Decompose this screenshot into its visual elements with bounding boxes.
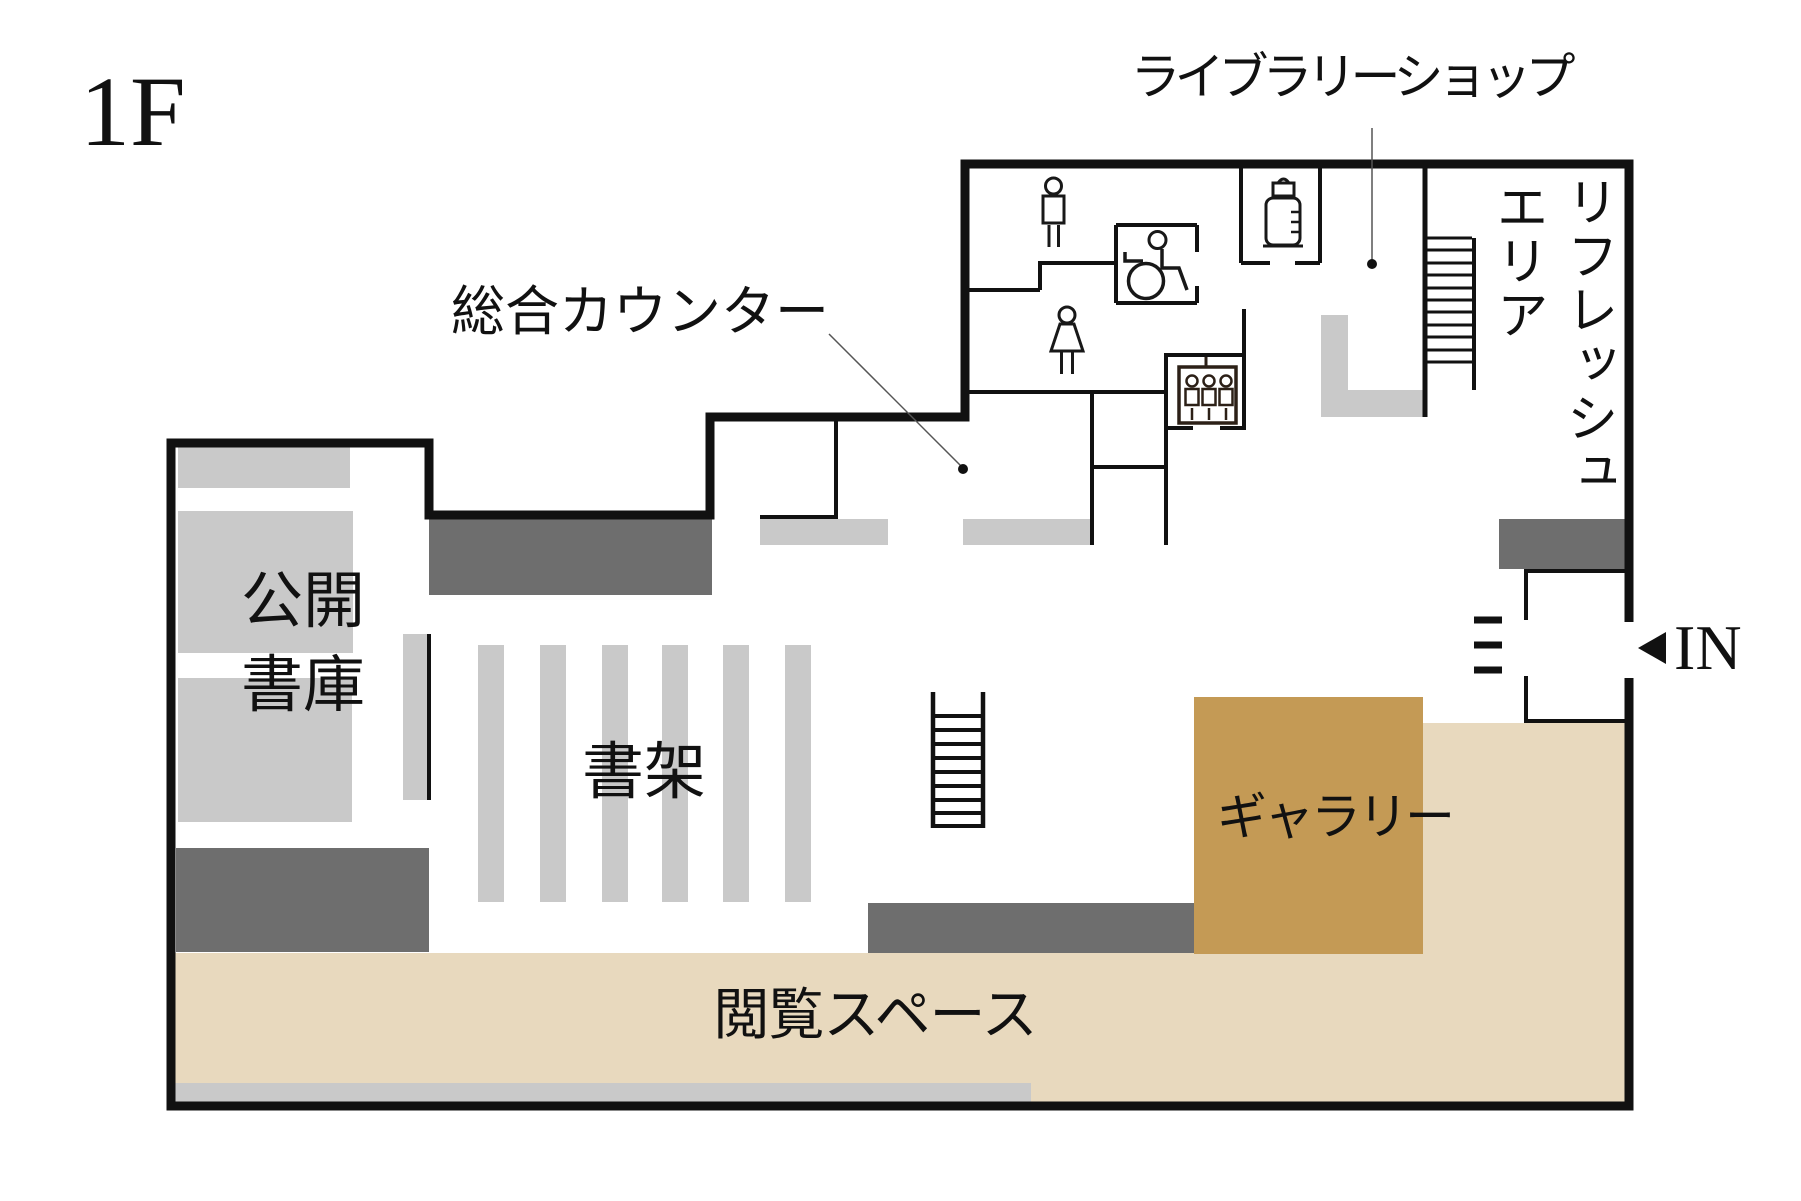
stack-block-3: [178, 678, 352, 822]
counter-desk-left: [760, 519, 888, 545]
bookshelf-row: [478, 645, 504, 902]
nursing-room-bottle-icon: [1263, 177, 1303, 248]
entrance-arrow-icon: [1638, 632, 1666, 664]
service-block-top: [429, 519, 712, 595]
reading-space-label: 閲覧スペース: [713, 985, 1037, 1047]
bookshelf-row: [540, 645, 566, 902]
elevator-icon: [1177, 357, 1238, 425]
male-toilet-icon: [1041, 176, 1066, 247]
service-block-bottom: [868, 903, 1194, 953]
general-counter-label: 総合カウンター: [451, 282, 829, 342]
bookshelf-row: [723, 645, 749, 902]
floor-title: 1F: [80, 56, 186, 167]
refresh-area-label-col2: エリア: [1488, 180, 1545, 342]
library-shop-label: ライブラリーショップ: [1130, 49, 1576, 105]
entrance-side-floor: [1423, 723, 1629, 955]
stack-block-2: [178, 511, 353, 653]
refresh-area-label-col1: リフレッシュ: [1558, 175, 1615, 499]
outer-walls: [166, 159, 1634, 1111]
staircase-icon: [1422, 166, 1476, 417]
reading-space-floor: [175, 953, 1629, 1106]
bookshelf-row: [602, 645, 628, 902]
stack-block-1: [178, 447, 350, 488]
stack-divider-wall: [427, 634, 431, 800]
gallery-zone: [1194, 697, 1423, 954]
library-shop-leader-line: [1367, 128, 1377, 269]
counter-leader-line: [828, 333, 968, 474]
entrance-mats: [1474, 616, 1502, 674]
service-block-entrance: [1499, 519, 1625, 569]
public-stacks-label: 公開 書庫: [240, 568, 365, 720]
bookshelf-row: [785, 645, 811, 902]
wheelchair-accessible-toilet-icon: [1123, 230, 1189, 301]
shop-counter-horizontal: [1321, 390, 1423, 417]
small-staircase-icon: [930, 692, 986, 828]
female-toilet-icon: [1048, 305, 1086, 374]
bottom-counter-strip: [175, 1083, 1031, 1103]
counter-desk-right: [963, 519, 1092, 545]
entrance-in-label: IN: [1674, 612, 1742, 683]
service-block-left: [176, 848, 429, 952]
bookshelf-row: [662, 645, 688, 902]
gallery-label: ギャラリー: [1217, 789, 1455, 845]
stack-divider-shelf: [403, 634, 427, 800]
interior-walls: [760, 166, 1629, 723]
book-shelves-label: 書架: [581, 739, 706, 807]
